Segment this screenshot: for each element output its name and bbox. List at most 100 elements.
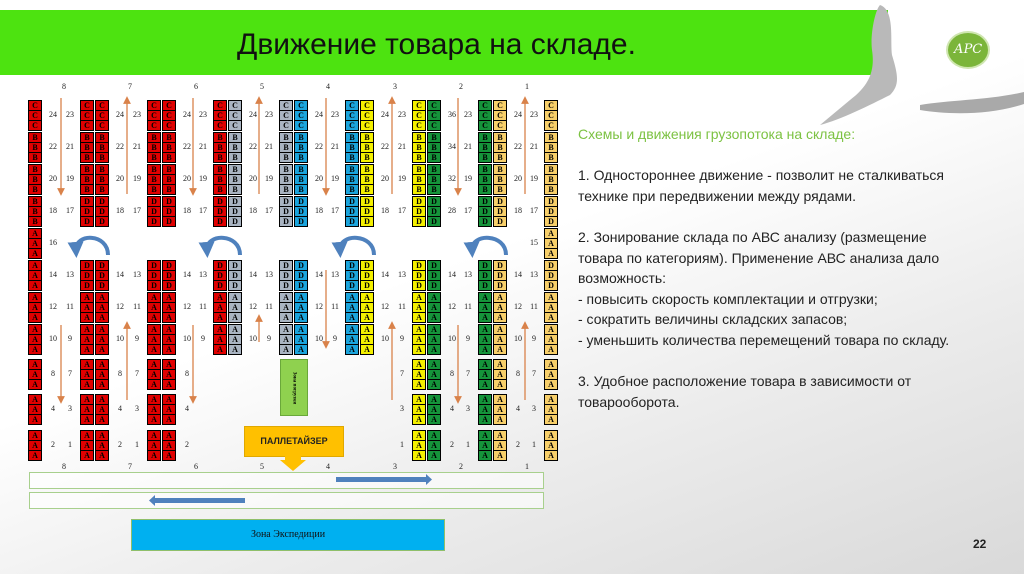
position-number: 14 — [315, 270, 323, 279]
rack-cell: C — [412, 120, 426, 131]
rack-cell: A — [80, 450, 94, 461]
position-number: 13 — [398, 270, 406, 279]
position-number: 24 — [249, 110, 257, 119]
rack-cell: A — [294, 312, 308, 323]
position-number: 14 — [514, 270, 522, 279]
rack-cell: D — [279, 216, 293, 227]
position-number: 14 — [116, 270, 124, 279]
position-number: 18 — [49, 206, 57, 215]
position-number: 10 — [514, 334, 522, 343]
position-number: 19 — [133, 174, 141, 183]
position-number: 11 — [265, 302, 273, 311]
aisle-number-top: 1 — [525, 82, 529, 91]
rack-cell: D — [279, 280, 293, 291]
rack-cell: B — [427, 152, 441, 163]
position-number: 19 — [66, 174, 74, 183]
rack-cell: D — [213, 280, 227, 291]
rack-cell: A — [427, 450, 441, 461]
position-number: 21 — [66, 142, 74, 151]
hands-illustration — [820, 5, 1024, 125]
position-number: 3 — [400, 404, 404, 413]
rack-cell: B — [147, 152, 161, 163]
position-number: 20 — [249, 174, 257, 183]
position-number: 10 — [448, 334, 456, 343]
rack-cell: A — [478, 450, 492, 461]
position-number: 10 — [381, 334, 389, 343]
position-number: 8 — [51, 369, 55, 378]
position-number: 3 — [466, 404, 470, 413]
rack-cell: B — [279, 184, 293, 195]
position-number: 11 — [66, 302, 74, 311]
position-number: 18 — [183, 206, 191, 215]
position-number: 17 — [331, 206, 339, 215]
position-number: 4 — [51, 404, 55, 413]
position-number: 32 — [448, 174, 456, 183]
position-number: 9 — [68, 334, 72, 343]
position-number: 8 — [185, 369, 189, 378]
position-number: 24 — [183, 110, 191, 119]
position-number: 12 — [448, 302, 456, 311]
point-3-line-1: 3. Удобное расположение товара в зависим… — [578, 373, 912, 390]
position-number: 13 — [265, 270, 273, 279]
position-number: 22 — [315, 142, 323, 151]
rack-cell: A — [345, 312, 359, 323]
position-number: 3 — [135, 404, 139, 413]
aisle-number-bottom: 3 — [393, 462, 397, 471]
rack-cell: A — [360, 312, 374, 323]
position-number: 20 — [49, 174, 57, 183]
rack-cell: C — [493, 120, 507, 131]
position-number: 15 — [530, 238, 538, 247]
rack-cell: D — [80, 216, 94, 227]
palletizer-down-arrow — [280, 455, 306, 471]
aisle-number-bottom: 7 — [128, 462, 132, 471]
rack-cell: A — [360, 344, 374, 355]
position-number: 22 — [514, 142, 522, 151]
position-number: 22 — [183, 142, 191, 151]
rack-cell: B — [279, 152, 293, 163]
rack-cell: A — [427, 312, 441, 323]
rack-cell: B — [294, 184, 308, 195]
left-flow-arrow — [149, 495, 245, 506]
position-number: 11 — [133, 302, 141, 311]
rack-cell: D — [95, 216, 109, 227]
aisle-number-bottom: 4 — [326, 462, 330, 471]
rack-cell: A — [80, 344, 94, 355]
position-number: 12 — [183, 302, 191, 311]
rack-cell: A — [28, 344, 42, 355]
position-number: 9 — [267, 334, 271, 343]
position-number: 20 — [116, 174, 124, 183]
rack-cell: B — [493, 152, 507, 163]
position-number: 23 — [331, 110, 339, 119]
position-number: 18 — [249, 206, 257, 215]
rack-cell: B — [80, 152, 94, 163]
rack-cell: B — [493, 184, 507, 195]
rack-cell: B — [162, 152, 176, 163]
rack-cell: D — [493, 216, 507, 227]
position-number: 2 — [51, 440, 55, 449]
position-number: 7 — [400, 369, 404, 378]
rack-cell: B — [294, 152, 308, 163]
rack-cell: A — [544, 344, 558, 355]
position-number: 24 — [49, 110, 57, 119]
position-number: 24 — [116, 110, 124, 119]
position-number: 17 — [133, 206, 141, 215]
rack-cell: A — [213, 344, 227, 355]
rack-cell: C — [360, 120, 374, 131]
rack-cell: D — [360, 216, 374, 227]
rack-cell: A — [80, 414, 94, 425]
position-number: 18 — [315, 206, 323, 215]
position-number: 7 — [466, 369, 470, 378]
description-heading: Схемы и движения грузопотока на складе: — [578, 126, 856, 142]
rack-cell: A — [279, 344, 293, 355]
position-number: 20 — [315, 174, 323, 183]
rack-cell: A — [478, 344, 492, 355]
position-number: 22 — [249, 142, 257, 151]
position-number: 21 — [398, 142, 406, 151]
rack-cell: A — [162, 450, 176, 461]
rack-cell: A — [95, 312, 109, 323]
right-flow-arrow — [336, 474, 432, 485]
rack-cell: C — [162, 120, 176, 131]
rack-cell: B — [345, 152, 359, 163]
rack-cell: A — [478, 379, 492, 390]
